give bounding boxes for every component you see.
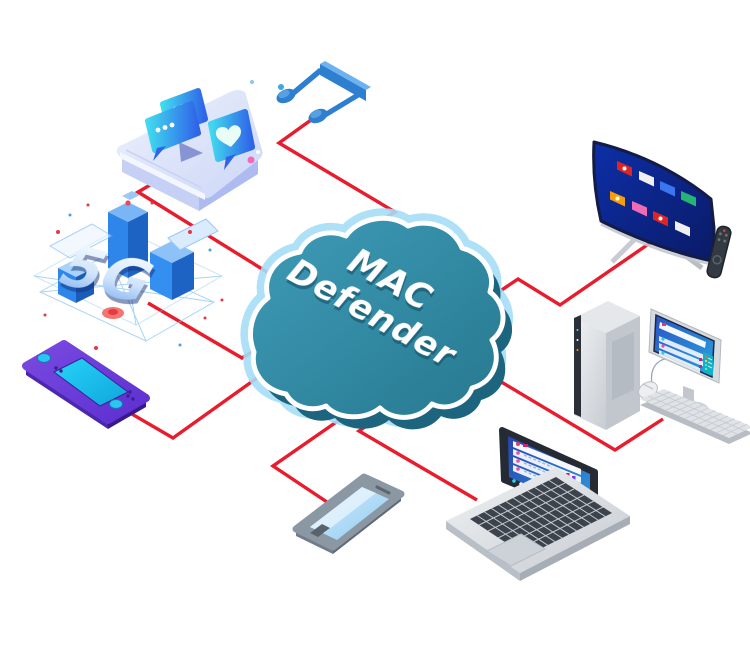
pc-key-grid xyxy=(646,391,748,436)
phone-home-button xyxy=(310,524,330,537)
node-laptop xyxy=(446,427,630,581)
node-smart-tv xyxy=(592,140,732,279)
heart-bubble xyxy=(208,109,255,170)
link-console-cloud xyxy=(112,356,286,441)
console-buttons xyxy=(54,366,135,401)
tower-io-panel xyxy=(574,315,581,417)
monitor-sidebar-dots xyxy=(704,355,713,371)
node-game-console xyxy=(22,340,150,429)
node-desktop-pc xyxy=(574,301,750,444)
monitor-sidebar xyxy=(703,352,713,376)
heart-icon xyxy=(215,125,241,147)
node-cloud: MAC Defender xyxy=(240,208,514,430)
tower-front xyxy=(574,318,606,430)
platform-front-left xyxy=(122,158,199,211)
platform-ridge xyxy=(120,152,205,200)
5g-sparkles-blue xyxy=(68,213,212,347)
platform-front-right xyxy=(199,160,258,211)
node-5g-network: 5G xyxy=(32,191,224,350)
5g-sparkles-red xyxy=(43,201,224,350)
node-media-platform xyxy=(116,80,284,211)
note-beam xyxy=(320,64,366,101)
laptop-key-grid xyxy=(476,480,606,553)
phone-speaker xyxy=(375,485,391,495)
5g-cubes xyxy=(48,191,219,319)
console-joystick-right xyxy=(109,399,123,409)
node-smartphone xyxy=(292,473,405,554)
cloud-body xyxy=(248,215,506,420)
console-joystick-left xyxy=(37,353,51,363)
pc-keyboard xyxy=(640,389,750,438)
play-icon xyxy=(179,142,203,162)
tv-remote xyxy=(706,225,732,279)
tower-top xyxy=(574,301,640,333)
monitor-window xyxy=(659,322,707,373)
tower-vent-mesh xyxy=(612,332,634,400)
console-screen xyxy=(53,357,129,407)
tv-app-tiles xyxy=(610,161,696,237)
laptop-trackpad xyxy=(485,533,547,567)
link-desktop-cloud xyxy=(467,360,664,453)
node-music-note xyxy=(276,61,371,124)
pink-dot xyxy=(247,156,255,164)
chat-bubble-front xyxy=(145,101,201,161)
